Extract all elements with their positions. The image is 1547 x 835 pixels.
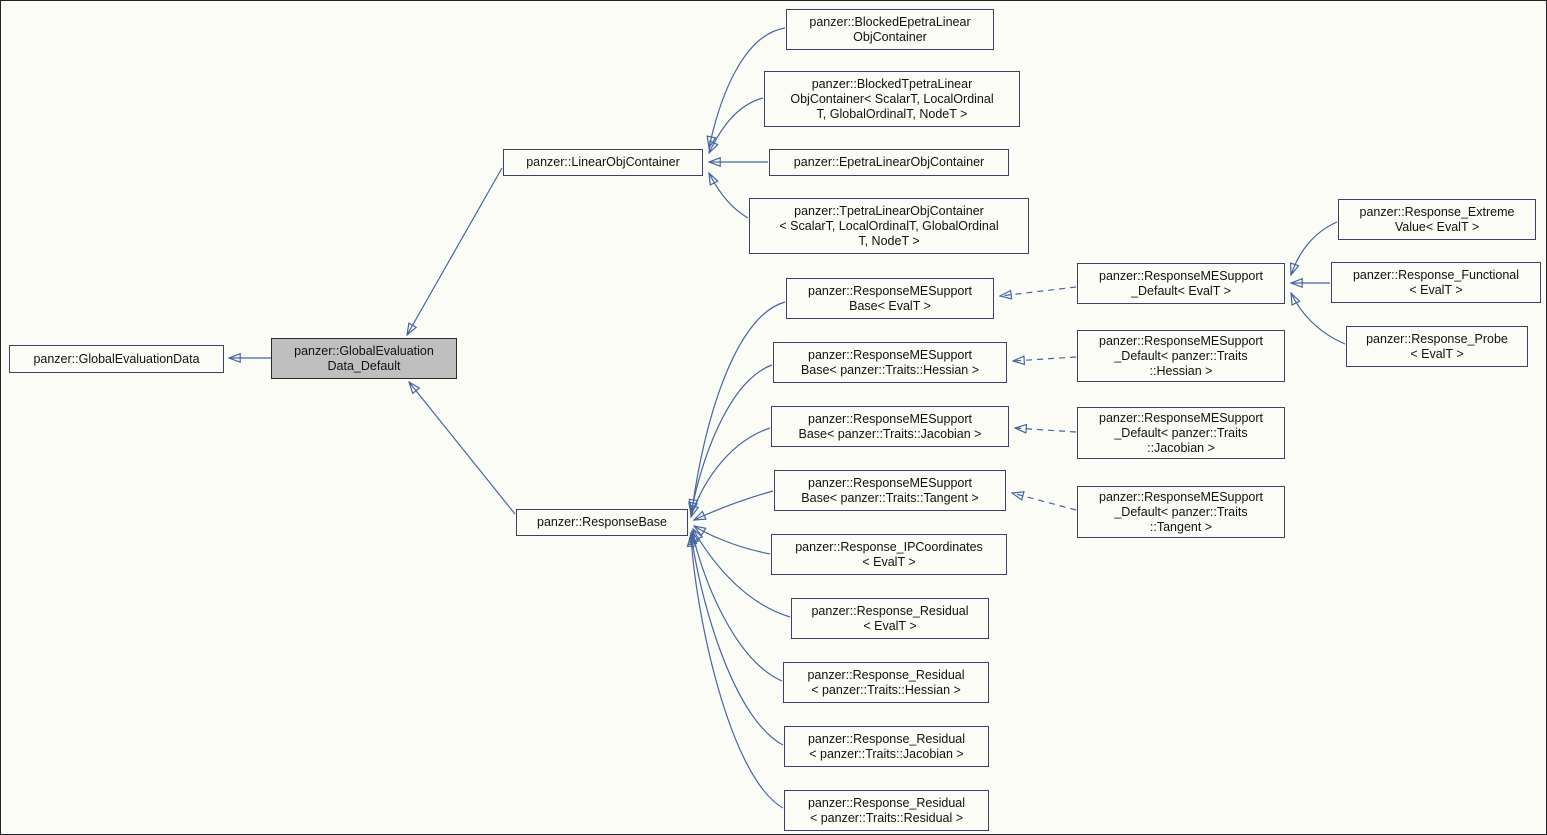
class-label: panzer::Response_Residual < panzer::Trai…: [807, 795, 966, 825]
class-label: panzer::Response_IPCoordinates < EvalT >: [795, 539, 983, 569]
edge-rmsb-tangent-to-response-base: [694, 490, 774, 520]
edge-linear-obj-container-to-default: [407, 167, 503, 335]
class-label: panzer::ResponseMESupport Base< panzer::…: [800, 347, 980, 377]
class-label: panzer::ResponseMESupport _Default< panz…: [1099, 410, 1263, 455]
edge-ipcoordinates-to-response-base: [694, 526, 771, 555]
class-node-response-ipcoordinates-evalt[interactable]: panzer::Response_IPCoordinates < EvalT >: [771, 534, 1007, 575]
class-node-linear-obj-container[interactable]: panzer::LinearObjContainer: [503, 149, 703, 176]
class-node-response-residual-hessian[interactable]: panzer::Response_Residual < panzer::Trai…: [783, 662, 989, 703]
class-node-response-residual-residual[interactable]: panzer::Response_Residual < panzer::Trai…: [784, 790, 989, 831]
class-label: panzer::TpetraLinearObjContainer < Scala…: [779, 203, 999, 248]
class-label: panzer::ResponseMESupport _Default< panz…: [1099, 489, 1263, 534]
class-label: panzer::ResponseMESupport Base< EvalT >: [808, 283, 972, 313]
class-label: panzer::EpetraLinearObjContainer: [793, 155, 985, 169]
class-label: panzer::Response_Extreme Value< EvalT >: [1359, 204, 1515, 234]
class-node-response-residual-evalt[interactable]: panzer::Response_Residual < EvalT >: [791, 598, 989, 639]
class-label: panzer::Response_Functional < EvalT >: [1352, 267, 1520, 297]
class-node-response-me-support-default-jacobian[interactable]: panzer::ResponseMESupport _Default< panz…: [1077, 407, 1285, 459]
edge-residual-hessian-to-response-base: [692, 531, 783, 682]
class-label: panzer::ResponseBase: [537, 515, 667, 529]
class-label: panzer::ResponseMESupport Base< panzer::…: [798, 411, 982, 441]
class-label: panzer::Response_Residual < panzer::Trai…: [807, 667, 965, 697]
edge-residual-jacobian-to-response-base: [691, 533, 784, 746]
class-label: panzer::GlobalEvaluation Data_Default: [294, 343, 434, 373]
class-node-global-evaluation-data[interactable]: panzer::GlobalEvaluationData: [9, 345, 224, 373]
class-node-response-me-support-base-tangent[interactable]: panzer::ResponseMESupport Base< panzer::…: [774, 470, 1006, 511]
edge-rmsb-jacobian-to-response-base: [691, 427, 771, 517]
class-node-response-extreme-value-evalt[interactable]: panzer::Response_Extreme Value< EvalT >: [1338, 199, 1536, 240]
class-label: panzer::ResponseMESupport _Default< Eval…: [1099, 268, 1263, 298]
class-label: panzer::Response_Residual < panzer::Trai…: [807, 731, 966, 761]
class-node-response-base[interactable]: panzer::ResponseBase: [516, 509, 688, 536]
class-node-response-residual-jacobian[interactable]: panzer::Response_Residual < panzer::Trai…: [784, 726, 989, 767]
edge-rmsd-jacobian-to-rmsb-jacobian: [1015, 428, 1077, 432]
edge-response-base-to-default: [409, 382, 516, 515]
class-node-response-functional-evalt[interactable]: panzer::Response_Functional < EvalT >: [1331, 262, 1541, 303]
class-node-response-me-support-base-evalt[interactable]: panzer::ResponseMESupport Base< EvalT >: [786, 278, 994, 319]
class-label: panzer::Response_Residual < EvalT >: [811, 603, 969, 633]
edge-tpetra-to-linear-obj-container: [709, 173, 749, 219]
class-node-response-me-support-default-evalt[interactable]: panzer::ResponseMESupport _Default< Eval…: [1077, 263, 1285, 304]
class-node-blocked-epetra-linear-obj-container[interactable]: panzer::BlockedEpetraLinear ObjContainer: [786, 9, 994, 50]
edge-rmsb-hessian-to-response-base: [691, 364, 773, 514]
class-node-response-probe-evalt[interactable]: panzer::Response_Probe < EvalT >: [1346, 326, 1528, 367]
class-label: panzer::GlobalEvaluationData: [33, 351, 200, 366]
class-label: panzer::LinearObjContainer: [526, 155, 680, 169]
class-node-tpetra-linear-obj-container[interactable]: panzer::TpetraLinearObjContainer < Scala…: [749, 198, 1029, 254]
class-label: panzer::Response_Probe < EvalT >: [1366, 331, 1508, 361]
edge-blocked-tpetra-to-linear-obj-container: [709, 97, 764, 153]
class-label: panzer::ResponseMESupport Base< panzer::…: [801, 475, 979, 505]
class-node-response-me-support-default-tangent[interactable]: panzer::ResponseMESupport _Default< panz…: [1077, 486, 1285, 538]
class-node-global-evaluation-data-default: panzer::GlobalEvaluation Data_Default: [271, 338, 457, 379]
edge-residual-residual-to-response-base: [691, 535, 784, 809]
class-node-response-me-support-default-hessian[interactable]: panzer::ResponseMESupport _Default< panz…: [1077, 330, 1285, 382]
class-label: panzer::BlockedEpetraLinear ObjContainer: [809, 14, 971, 44]
edge-rmsd-tangent-to-rmsb-tangent: [1012, 493, 1077, 511]
class-node-response-me-support-base-jacobian[interactable]: panzer::ResponseMESupport Base< panzer::…: [771, 406, 1009, 447]
class-node-response-me-support-base-hessian[interactable]: panzer::ResponseMESupport Base< panzer::…: [773, 342, 1007, 383]
edge-rmsd-evalt-to-rmsb-evalt: [1000, 286, 1077, 296]
class-label: panzer::BlockedTpetraLinear ObjContainer…: [790, 76, 994, 121]
class-node-blocked-tpetra-linear-obj-container[interactable]: panzer::BlockedTpetraLinear ObjContainer…: [764, 71, 1020, 127]
edge-rmsd-hessian-to-rmsb-hessian: [1013, 357, 1077, 361]
class-label: panzer::ResponseMESupport _Default< panz…: [1099, 333, 1263, 378]
class-node-epetra-linear-obj-container[interactable]: panzer::EpetraLinearObjContainer: [769, 149, 1009, 176]
